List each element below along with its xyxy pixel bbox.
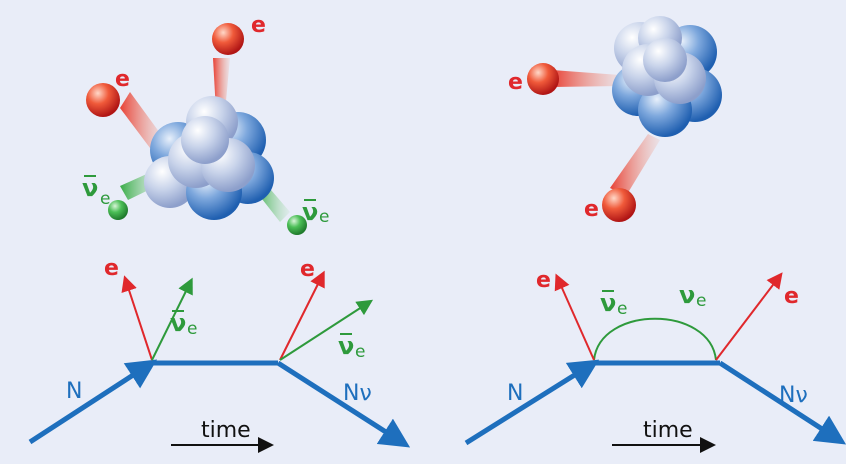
antineutrino-label-2: ν e	[338, 332, 365, 362]
right-electron-2	[602, 188, 636, 222]
left-electron-1	[86, 83, 120, 117]
left-electron-label-1: e	[115, 67, 130, 92]
left-antineutrino-label-2: ν e	[302, 198, 329, 227]
antineutrino-symbol: ν	[82, 174, 98, 202]
right-electron-label-2: e	[584, 197, 599, 222]
neutrino-subscript: e	[696, 291, 706, 311]
antineutrino-subscript: e	[319, 207, 329, 227]
right-nucleus	[612, 16, 722, 137]
antineutrino-symbol: ν	[338, 332, 354, 360]
right-electron-1	[527, 63, 559, 95]
left-electron-2	[212, 23, 244, 55]
neutrino-exchange-arc	[593, 317, 717, 361]
electron-label-2: e	[784, 284, 799, 309]
nucleus-incoming-line	[464, 359, 600, 446]
neutrino-symbol: ν	[679, 281, 695, 309]
right-feynman-diagram: N Nν e e ν e ν e time	[464, 268, 846, 453]
antineutrino-line-2	[279, 299, 374, 361]
loop-antineutrino-label: ν e	[600, 289, 627, 319]
time-label: time	[643, 418, 693, 443]
nucleus-outgoing-line	[276, 360, 411, 448]
electron-label-1: e	[536, 268, 551, 293]
antineutrino-subscript: e	[355, 342, 365, 362]
left-feynman-diagram: N Nν e e ν e ν e time	[28, 256, 411, 453]
left-antineutrino-2	[287, 215, 307, 235]
nucleus-out-label: Nν	[779, 383, 808, 408]
nucleus-incoming-line	[28, 359, 158, 445]
left-nucleus	[144, 96, 274, 220]
left-antineutrino-label-1: ν e	[82, 174, 110, 209]
time-label: time	[201, 418, 251, 443]
right-electron-label-1: e	[508, 70, 523, 95]
antineutrino-line-1	[151, 277, 193, 361]
left-electron-label-2: e	[251, 13, 266, 38]
nucleus-out-label: Nν	[343, 381, 372, 406]
antineutrino-label-1: ν e	[170, 309, 197, 339]
loop-neutrino-label: ν e	[679, 281, 706, 311]
electron-line-2	[715, 272, 783, 361]
antineutrino-subscript: e	[100, 189, 110, 209]
nucleus-in-label: N	[66, 379, 82, 404]
electron-line-1	[121, 275, 153, 361]
antineutrino-symbol: ν	[302, 198, 318, 226]
electron-line-2	[279, 270, 325, 361]
nucleus-outgoing-line	[718, 360, 846, 445]
antineutrino-symbol: ν	[170, 309, 186, 337]
electron-line-1	[554, 273, 595, 361]
electron-label-1: e	[104, 256, 119, 281]
left-antineutrino-1	[108, 200, 128, 220]
antineutrino-subscript: e	[617, 299, 627, 319]
right-emission-trails	[552, 70, 660, 196]
electron-label-2: e	[300, 257, 315, 282]
nucleus-in-label: N	[507, 381, 523, 406]
antineutrino-symbol: ν	[600, 289, 616, 317]
antineutrino-subscript: e	[187, 319, 197, 339]
